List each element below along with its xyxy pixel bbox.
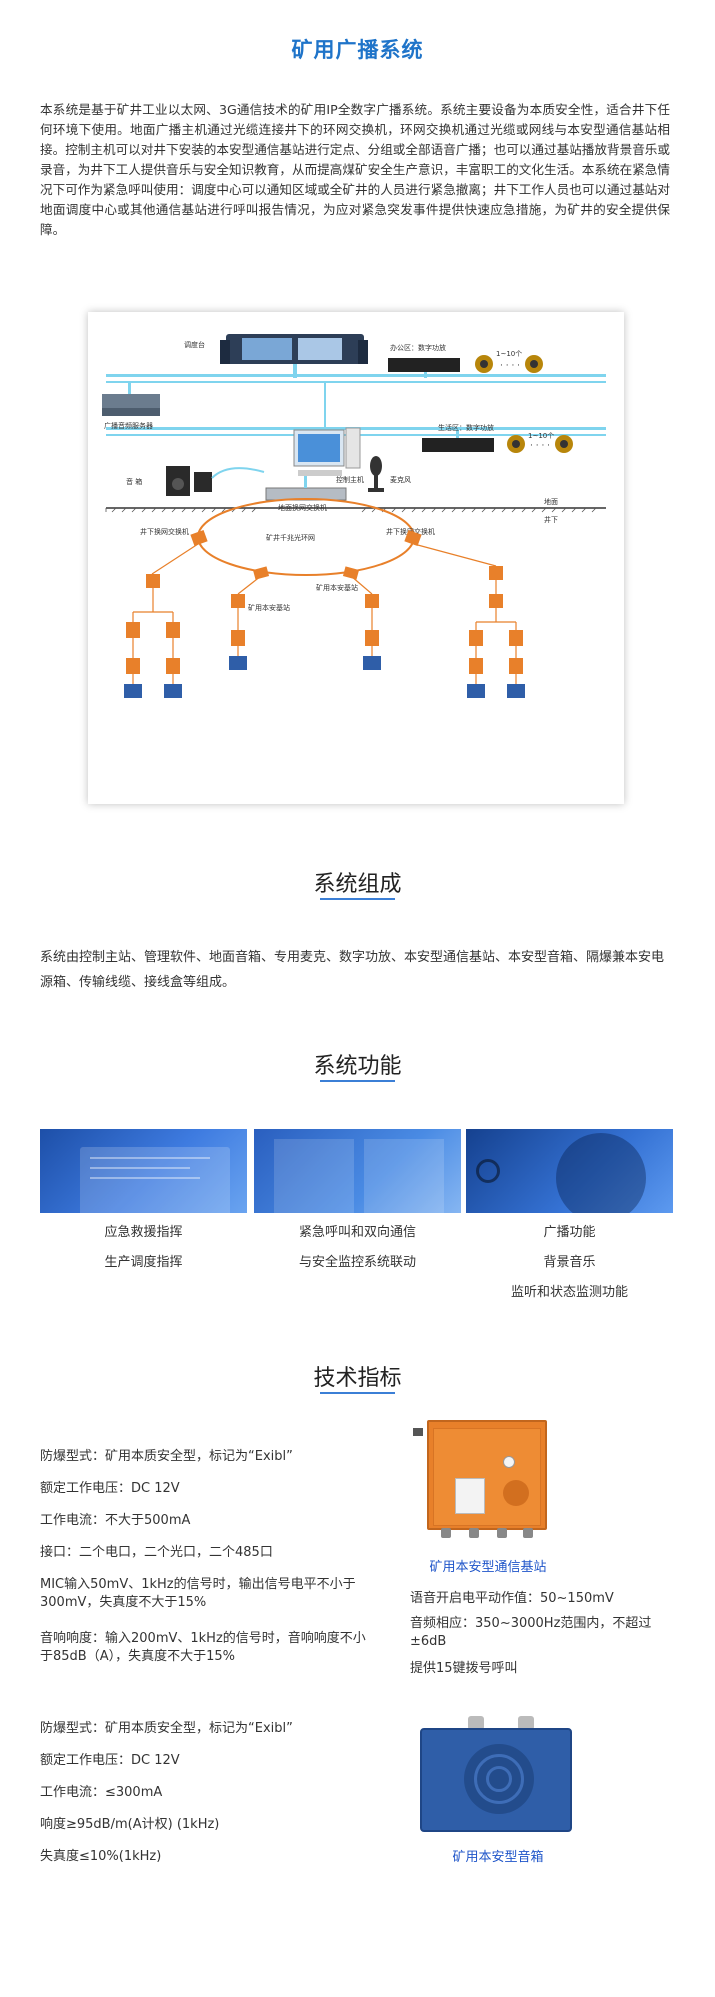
network-diagram: 调度台 办公区：数字功放 1~10个 · · · · 生活区：数字功放 1~10… [88,312,624,804]
function-image-1 [40,1129,247,1213]
label-ring: 矿井千兆光环网 [266,533,315,542]
label-underground: 井下 [544,515,558,524]
label-ground: 地面 [544,497,558,506]
spec-line: 提供15键拨号呼叫 [410,1661,518,1676]
spec-line: 额定工作电压：DC 12V [40,1753,180,1768]
label-microphone: 麦克风 [390,475,411,484]
svg-text:· · · ·: · · · · [530,441,550,451]
spec-line: 防爆型式：矿用本质安全型，标记为“Exibl” [40,1449,293,1464]
label-speakers-2: 1~10个 [528,432,554,440]
function-item: 广播功能 [543,1225,596,1240]
label-left-switch: 井下换网交换机 [140,527,189,536]
composition-text: 系统由控制主站、管理软件、地面音箱、专用麦克、数字功放、本安型通信基站、本安型音… [40,950,665,990]
caption-speaker-box: 矿用本安型音箱 [452,1850,544,1865]
page-title: 矿用广播系统 [291,38,424,62]
function-item: 与安全监控系统联动 [298,1255,416,1270]
function-image-3 [466,1129,673,1213]
label-office: 办公区：数字功放 [390,343,446,352]
function-list-3: 广播功能 背景音乐 监听和状态监测功能 [466,1218,673,1308]
control-host [293,427,361,476]
label-dispatch: 调度台 [184,340,205,349]
function-item: 应急救援指挥 [104,1225,183,1240]
label-living: 生活区：数字功放 [438,423,494,432]
function-item: 紧急呼叫和双向通信 [298,1225,416,1240]
spec-line: 失真度≤10%(1kHz) [40,1849,162,1864]
spec-line: 工作电流：≤300mA [40,1785,163,1800]
audio-server [102,382,160,416]
speaker-box-illustration [418,1716,578,1836]
functions-title: 系统功能 [313,1054,402,1079]
function-item: 监听和状态监测功能 [510,1285,628,1300]
function-item: 生产调度指挥 [104,1255,183,1270]
base-station-illustration [413,1420,550,1545]
label-speakers-1: 1~10个 [496,350,522,358]
function-list-2: 紧急呼叫和双向通信 与安全监控系统联动 [254,1218,461,1278]
intro-paragraph: 本系统是基于矿井工业以太网、3G通信技术的矿用IP全数字广播系统。系统主要设备为… [40,102,670,237]
label-server: 广播音频服务器 [104,421,153,430]
function-list-1: 应急救援指挥 生产调度指挥 [40,1218,247,1278]
composition-title: 系统组成 [313,872,402,897]
spec-line: 语音开启电平动作值：50~150mV [410,1591,614,1606]
label-control-host: 控制主机 [336,475,364,484]
function-image-2 [254,1129,461,1213]
label-station-1: 矿用本安基站 [248,603,290,612]
left-branch [126,543,199,684]
spec-line: 响度≥95dB/m(A计权) (1kHz) [40,1817,220,1832]
spec-line: 接口：二个电口，二个光口，二个485口 [40,1545,273,1560]
caption-base-station: 矿用本安型通信基站 [429,1560,547,1575]
composition-underline [320,898,395,900]
label-station-2: 矿用本安基站 [316,583,358,592]
specs-underline [320,1392,395,1394]
spec-line: 防爆型式：矿用本质安全型，标记为“Exibl” [40,1721,293,1736]
svg-text:· · · ·: · · · · [500,361,520,371]
function-item: 背景音乐 [543,1255,596,1270]
dispatch-console [220,334,368,378]
spec-line: 工作电流：不大于500mA [40,1513,191,1528]
spec-line: 额定工作电压：DC 12V [40,1481,180,1496]
spec-line: 音响响度：输入200mV、1kHz的信号时，音响响度不小于85dB（A），失真度… [40,1631,366,1664]
living-amplifier [422,430,494,452]
spec-line: MIC输入50mV、1kHz的信号时，输出信号电平不小于300mV，失真度不大于… [40,1577,356,1610]
speaker-box [166,466,265,496]
spec-line: 音频相应：350~3000Hz范围内，不超过±6dB [410,1616,652,1649]
microphone [368,456,384,492]
label-speaker-box: 音 箱 [126,477,142,486]
ground-switch [265,476,347,501]
office-amplifier [388,358,460,378]
functions-underline [320,1080,395,1082]
specs-title: 技术指标 [313,1366,402,1391]
